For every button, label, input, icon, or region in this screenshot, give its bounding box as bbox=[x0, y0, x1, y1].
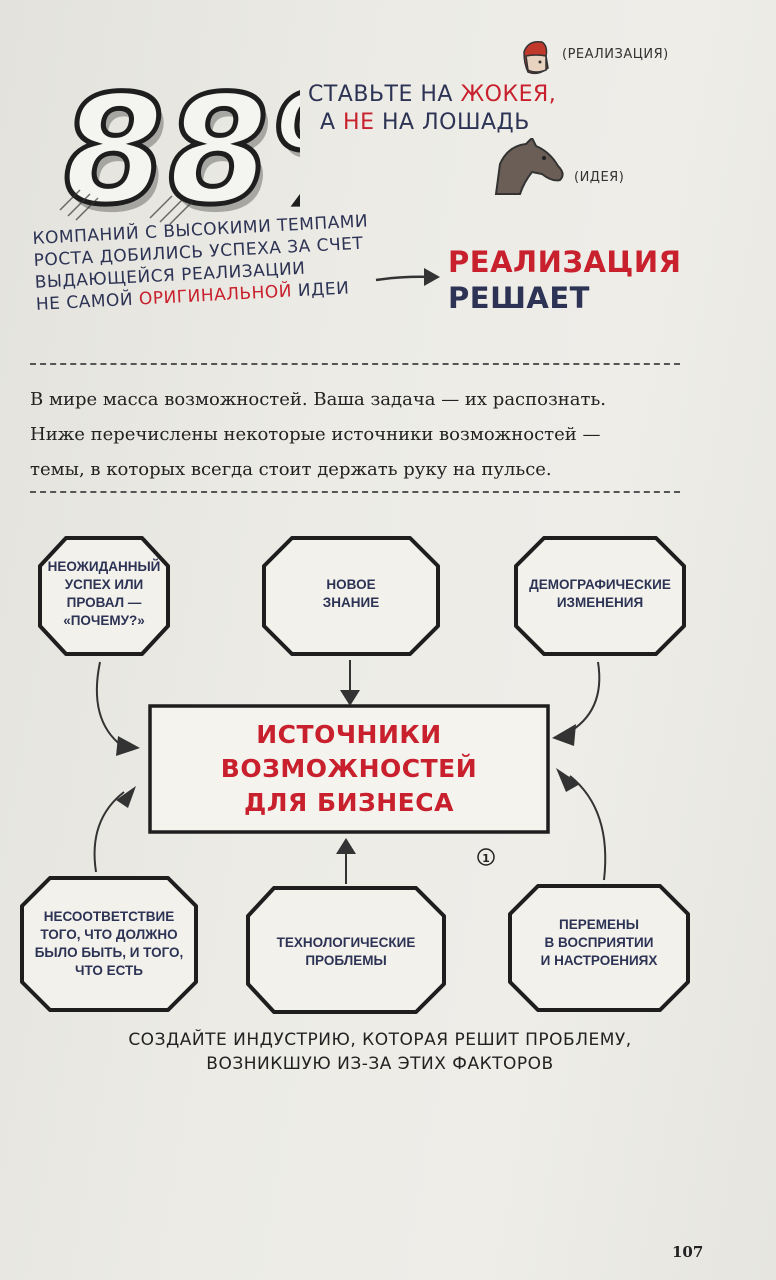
stake-text: Ставьте на bbox=[308, 82, 461, 107]
caption-line: возникшую из-за этих факторов bbox=[206, 1054, 554, 1074]
source-line: проблемы bbox=[305, 953, 387, 968]
result-text: реализация решает bbox=[448, 244, 681, 316]
octagon-demographics bbox=[514, 536, 686, 656]
source-line: в восприятии bbox=[544, 935, 654, 950]
jockey-icon bbox=[523, 40, 549, 75]
source-line: Несоответствие bbox=[43, 909, 175, 924]
stake-highlight-not: не bbox=[343, 110, 375, 135]
hatching bbox=[59, 189, 193, 225]
caption-line: Создайте индустрию, которая решит пробле… bbox=[128, 1030, 632, 1050]
realization-label: (реализация) bbox=[562, 47, 669, 62]
source-line: Перемены bbox=[559, 917, 639, 932]
arrow-curve bbox=[95, 661, 123, 747]
dashed-divider-top bbox=[30, 363, 680, 365]
stake-highlight-jockey: жокея, bbox=[460, 82, 557, 107]
arrowhead-icon bbox=[552, 724, 576, 746]
stake-line-2: а не на лошадь bbox=[320, 110, 530, 135]
stake-text: на лошадь bbox=[374, 110, 530, 135]
source-line: изменения bbox=[556, 595, 644, 610]
idea-label: (идея) bbox=[574, 170, 625, 185]
source-line: что есть bbox=[74, 963, 143, 978]
body-line: В мире масса возможностей. Ваша задача —… bbox=[30, 389, 606, 410]
numbered-marker-icon bbox=[477, 848, 495, 866]
source-line: Технологические bbox=[276, 935, 416, 950]
octagon-perception bbox=[508, 884, 690, 1012]
source-line: «почему?» bbox=[63, 613, 145, 628]
source-line: успех или bbox=[64, 577, 144, 592]
arrowhead-icon bbox=[336, 838, 356, 854]
source-tech-problems: Технологические проблемы bbox=[248, 934, 444, 970]
source-line: знание bbox=[322, 595, 380, 610]
source-unexpected: Неожиданный успех или провал — «почему?» bbox=[40, 558, 168, 630]
stat-text: не самой bbox=[35, 289, 140, 315]
center-title-line: для бизнеса bbox=[244, 788, 454, 817]
body-line: Ниже перечислены некоторые источники воз… bbox=[30, 424, 601, 445]
eighty-eight-percent-graphic: 88% 88% bbox=[47, 60, 300, 230]
arrowhead-icon bbox=[116, 736, 140, 756]
body-paragraph: В мире масса возможностей. Ваша задача —… bbox=[30, 382, 700, 487]
page-number: 107 bbox=[672, 1243, 704, 1261]
diagram-caption: Создайте индустрию, которая решит пробле… bbox=[80, 1028, 680, 1076]
result-line-2: решает bbox=[448, 281, 590, 315]
stake-line-1: Ставьте на жокея, bbox=[308, 82, 556, 107]
arrow-curve bbox=[93, 791, 125, 873]
center-title: Источники возможностей для бизнеса bbox=[150, 718, 548, 820]
percent-number: 88% bbox=[49, 63, 300, 230]
statistic-text: компаний с высокими темпами роста добили… bbox=[32, 210, 372, 315]
octagon-unexpected bbox=[38, 536, 170, 656]
marker-number: 1 bbox=[482, 852, 490, 865]
horse-icon bbox=[494, 138, 564, 195]
body-line: темы, в которых всегда стоит держать рук… bbox=[30, 459, 552, 480]
octagon-tech-problems bbox=[246, 886, 446, 1014]
center-title-line: Источники возможностей bbox=[220, 720, 478, 783]
source-demographics: Демографические изменения bbox=[516, 576, 684, 612]
source-new-knowledge: Новое знание bbox=[264, 576, 438, 612]
octagon-new-knowledge bbox=[262, 536, 440, 656]
percent-shadow: 88% bbox=[54, 71, 300, 230]
source-line: того, что должно bbox=[40, 927, 178, 942]
result-line-1: реализация bbox=[448, 245, 682, 279]
arrow-curve bbox=[569, 775, 607, 881]
arrow-right-icon bbox=[375, 268, 440, 286]
source-mismatch: Несоответствие того, что должно было быт… bbox=[22, 908, 196, 980]
arrowhead-icon bbox=[340, 690, 360, 706]
source-line: Неожиданный bbox=[47, 559, 161, 574]
center-box bbox=[148, 704, 550, 834]
source-line: Новое bbox=[326, 577, 376, 592]
octagon-mismatch bbox=[20, 876, 198, 1012]
dashed-divider-bottom bbox=[30, 491, 680, 493]
arrowhead-icon bbox=[116, 786, 136, 808]
stake-text: а bbox=[320, 110, 344, 135]
source-line: было быть, и того, bbox=[34, 945, 184, 960]
opportunities-diagram: 1 bbox=[20, 536, 690, 1014]
source-line: Демографические bbox=[529, 577, 671, 592]
source-perception: Перемены в восприятии и настроениях bbox=[510, 916, 688, 970]
source-line: провал — bbox=[66, 595, 142, 610]
arrowhead-icon bbox=[556, 768, 580, 792]
arrow-curve bbox=[565, 661, 601, 735]
source-line: и настроениях bbox=[540, 953, 658, 968]
stat-text: идеи bbox=[291, 278, 350, 302]
